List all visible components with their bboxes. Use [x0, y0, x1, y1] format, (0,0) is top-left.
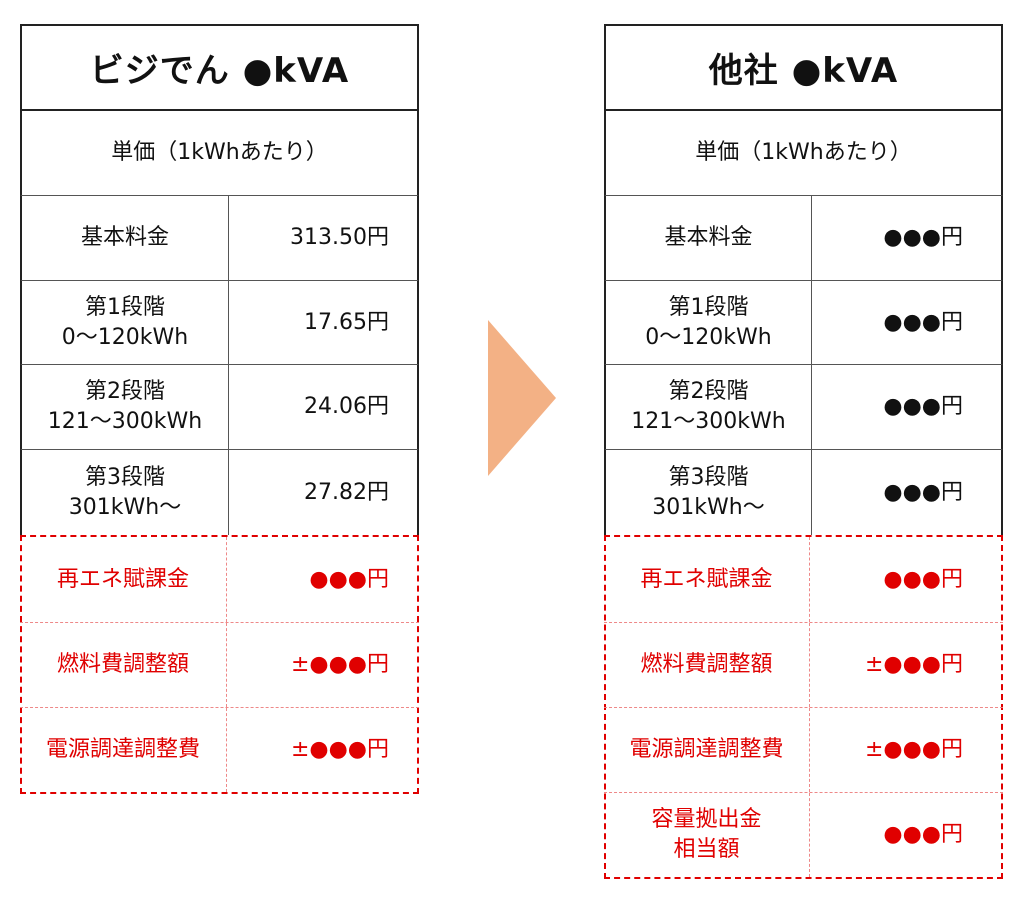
left-row-value: 24.06円: [304, 394, 389, 420]
left-red-label-line1: 再エネ賦課金: [56, 566, 189, 592]
triangle-right-icon: [488, 320, 556, 476]
left-table-title: ビジでん ●kVA: [20, 24, 419, 111]
left-label-line2: 301kWh〜: [68, 494, 182, 520]
left-row-label: 第3段階 301kWh〜: [22, 450, 229, 535]
left-row-label: 第2段階 121〜300kWh: [22, 365, 229, 449]
right-subheader-row: 単価（1kWhあたり）: [604, 111, 1003, 196]
right-row-tier2: 第2段階 121〜300kWh ●●●円: [604, 365, 1003, 450]
right-row-label: 第2段階 121〜300kWh: [606, 365, 812, 449]
left-red-row-fuel: 燃料費調整額 ±●●●円: [20, 622, 419, 707]
right-row-tier1: 第1段階 0〜120kWh ●●●円: [604, 281, 1003, 365]
left-row-value: 17.65円: [304, 309, 389, 335]
right-red-row-capacity: 容量拠出金 相当額 ●●●円: [604, 792, 1003, 877]
left-row-basic: 基本料金 313.50円: [20, 196, 419, 281]
left-row-tier3: 第3段階 301kWh〜 27.82円: [20, 450, 419, 535]
left-subheader-row: 単価（1kWhあたり）: [20, 111, 419, 196]
right-label-line2: 301kWh〜: [652, 494, 765, 520]
left-row-value: 313.50円: [290, 225, 389, 251]
right-red-value: ±●●●円: [864, 737, 963, 763]
right-red-row-renewable: 再エネ賦課金 ●●●円: [604, 537, 1003, 622]
left-price-table: ビジでん ●kVA 単価（1kWhあたり） 基本料金 313.50円 第1段階 …: [20, 24, 419, 794]
right-row-value: ●●●円: [883, 479, 963, 505]
left-row-label: 第1段階 0〜120kWh: [22, 281, 229, 364]
right-red-label: 燃料費調整額: [604, 623, 810, 707]
left-label-line1: 第1段階: [85, 294, 165, 320]
right-row-value: ●●●円: [883, 309, 963, 335]
right-row-tier3: 第3段階 301kWh〜 ●●●円: [604, 450, 1003, 535]
right-red-label-line1: 再エネ賦課金: [640, 566, 773, 592]
left-red-label-line1: 電源調達調整費: [45, 737, 200, 763]
right-red-row-fuel: 燃料費調整額 ±●●●円: [604, 622, 1003, 707]
right-row-label: 基本料金: [606, 196, 812, 280]
right-row-label: 第1段階 0〜120kWh: [606, 281, 812, 364]
right-red-label-line1: 燃料費調整額: [640, 652, 773, 678]
right-row-value: ●●●円: [883, 225, 963, 251]
left-red-value: ●●●円: [309, 566, 389, 592]
left-red-value: ±●●●円: [290, 652, 389, 678]
right-title-text: 他社 ●kVA: [708, 51, 899, 91]
right-label-line1: 第3段階: [668, 464, 749, 490]
left-row-tier2: 第2段階 121〜300kWh 24.06円: [20, 365, 419, 450]
left-red-label: 再エネ賦課金: [20, 537, 227, 622]
left-label-line2: 121〜300kWh: [47, 409, 203, 434]
left-red-row-renewable: 再エネ賦課金 ●●●円: [20, 537, 419, 622]
right-subheader: 単価（1kWhあたり）: [695, 140, 912, 166]
left-title-text: ビジでん ●kVA: [89, 51, 350, 91]
left-label-line1: 第3段階: [85, 464, 165, 490]
right-red-label: 電源調達調整費: [604, 708, 810, 792]
right-table-title: 他社 ●kVA: [604, 24, 1003, 111]
right-row-label: 第3段階 301kWh〜: [606, 450, 812, 535]
left-label-line1: 第2段階: [85, 379, 165, 405]
right-red-value: ●●●円: [883, 822, 963, 848]
right-red-value: ●●●円: [883, 566, 963, 592]
left-red-label: 燃料費調整額: [20, 623, 227, 707]
right-red-label-line1: 容量拠出金: [651, 807, 762, 833]
left-red-label: 電源調達調整費: [20, 708, 227, 792]
right-label-line2: 0〜120kWh: [645, 324, 772, 350]
right-red-row-procurement: 電源調達調整費 ±●●●円: [604, 707, 1003, 792]
right-label-line1: 第1段階: [668, 294, 749, 320]
left-red-row-procurement: 電源調達調整費 ±●●●円: [20, 707, 419, 792]
right-red-label: 容量拠出金 相当額: [604, 793, 810, 877]
right-red-label: 再エネ賦課金: [604, 537, 810, 622]
right-label-line2: 121〜300kWh: [631, 409, 786, 434]
right-row-value: ●●●円: [883, 394, 963, 420]
left-row-tier1: 第1段階 0〜120kWh 17.65円: [20, 281, 419, 365]
right-red-label-line1: 電源調達調整費: [629, 737, 784, 763]
right-label-line1: 第2段階: [668, 379, 749, 405]
left-label-line1: 基本料金: [80, 225, 169, 251]
right-label-line1: 基本料金: [664, 225, 753, 251]
left-red-value: ±●●●円: [290, 737, 389, 763]
left-red-label-line1: 燃料費調整額: [56, 652, 189, 678]
right-red-label-line2: 相当額: [673, 837, 740, 862]
left-row-label: 基本料金: [22, 196, 229, 280]
right-row-basic: 基本料金 ●●●円: [604, 196, 1003, 281]
left-row-value: 27.82円: [304, 479, 389, 505]
left-subheader: 単価（1kWhあたり）: [111, 140, 328, 166]
left-surcharge-box: [20, 535, 419, 794]
right-red-value: ±●●●円: [864, 652, 963, 678]
right-price-table: 他社 ●kVA 単価（1kWhあたり） 基本料金 ●●●円 第1段階 0〜120…: [604, 24, 1003, 879]
left-label-line2: 0〜120kWh: [61, 324, 189, 350]
